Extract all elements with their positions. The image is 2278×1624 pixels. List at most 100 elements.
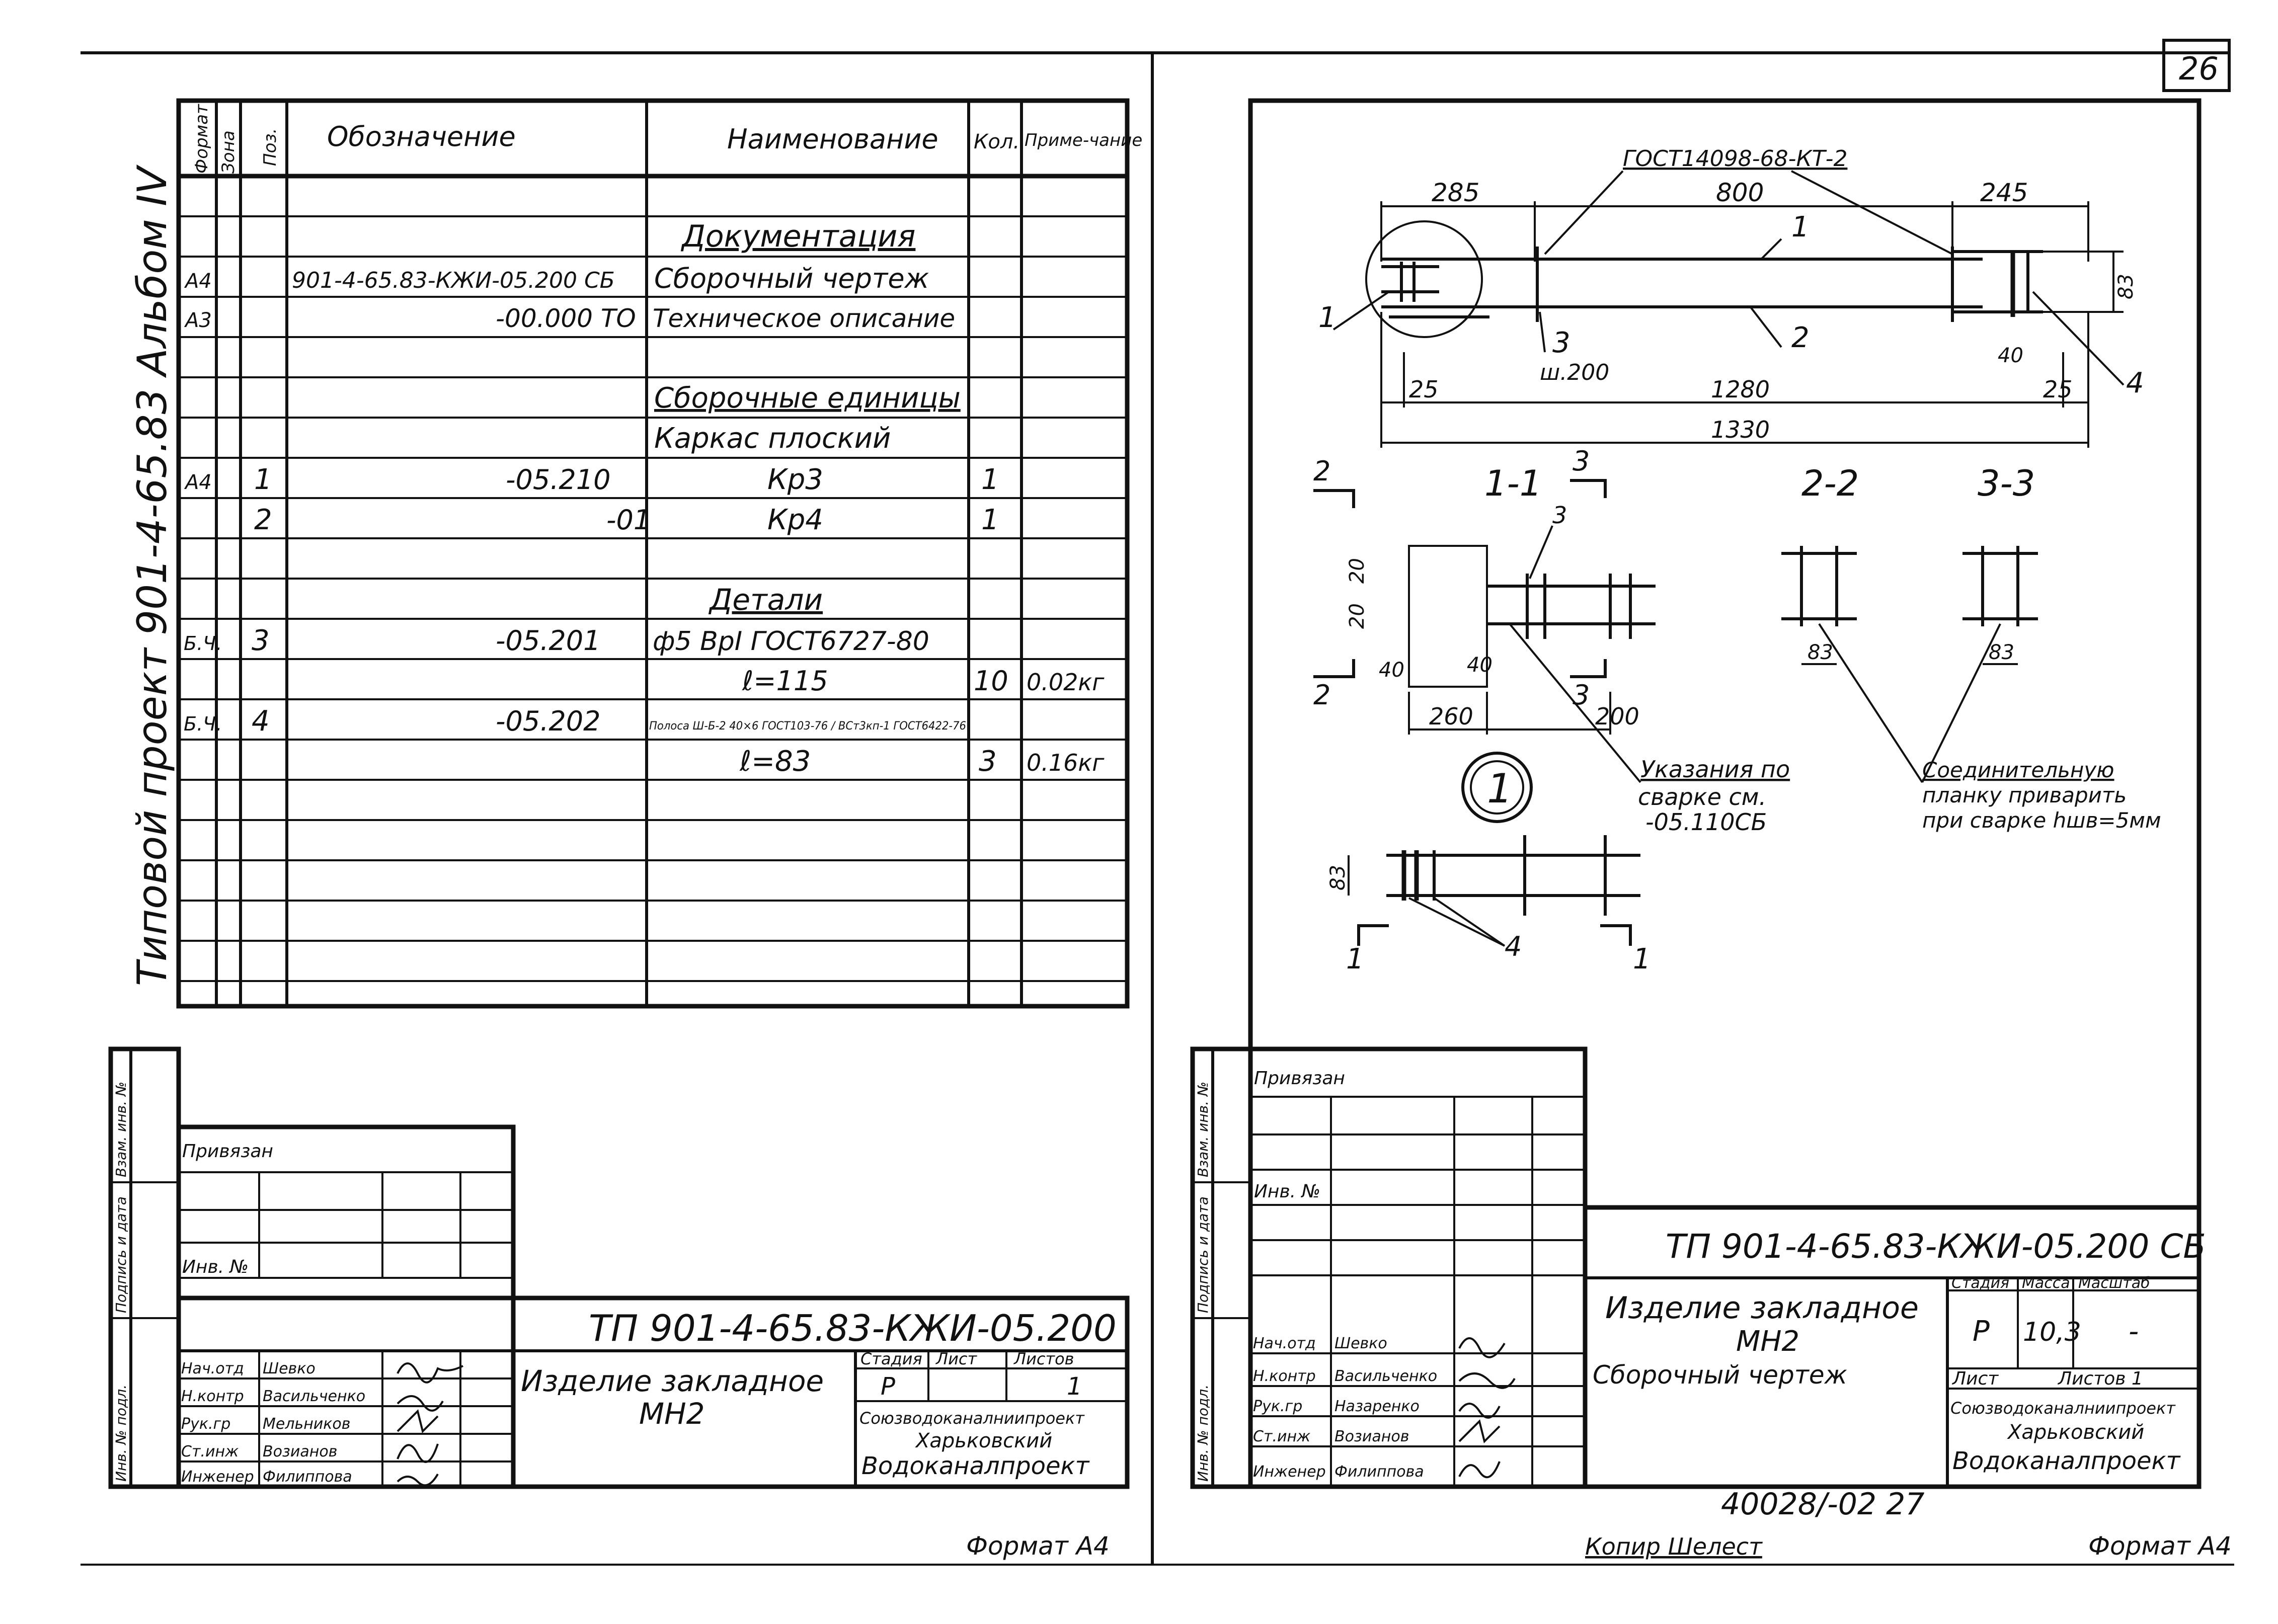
role-name: Филиппова <box>263 1468 352 1486</box>
role-name: Мельников <box>263 1415 350 1433</box>
page-number: 26 <box>2179 50 2219 87</box>
pos-label: 2 <box>1791 321 1810 354</box>
section-mark: 3 <box>1573 445 1590 477</box>
header-name: Наименование <box>727 123 938 155</box>
pos-label: 3 <box>1552 327 1570 359</box>
section-mark: 2 <box>1313 455 1330 487</box>
note-weld: сварке см. <box>1638 783 1766 810</box>
spec-row-format: Б.Ч. <box>184 713 222 735</box>
dim-25-right: 25 <box>2043 376 2073 403</box>
sheets-label: Листов <box>1013 1349 1074 1368</box>
spec-row-name: Кр3 <box>767 463 823 496</box>
left-title-1: Изделие закладное <box>521 1364 824 1398</box>
spec-row-name: Полоса Ш-Б-2 40×6 ГОСТ103-76 / ВСт3кп-1 … <box>649 720 966 733</box>
spec-row-note: 0.02кг <box>1027 669 1105 696</box>
org-line: Водоканалпроект <box>861 1452 1090 1480</box>
spec-row-qty: 10 <box>974 665 1008 697</box>
spec-row-qty: 1 <box>981 463 999 496</box>
sec-dim: 20 <box>1346 603 1369 629</box>
sheet-label: Лист <box>935 1349 977 1368</box>
role-name: Васильченко <box>1334 1367 1437 1385</box>
role: Рук.гр <box>1253 1398 1302 1415</box>
spec-row-designation: 901-4-65.83-КЖИ-05.200 СБ <box>292 268 615 293</box>
section-3-3: 3-3 <box>1978 463 2035 504</box>
spec-row-format: А3 <box>184 309 212 332</box>
role-name: Назаренко <box>1334 1398 1420 1415</box>
side-label: Взам. инв. № <box>1195 1082 1211 1177</box>
spec-row-name: ℓ=83 <box>739 745 811 778</box>
signatures <box>397 1362 463 1487</box>
dim-285: 285 <box>1432 178 1479 207</box>
spec-row-qty: 3 <box>979 745 997 778</box>
side-label: Инв. № подл. <box>1195 1385 1211 1482</box>
spec-row-format: А4 <box>184 471 212 494</box>
header-note: Приме-чание <box>1025 130 1142 150</box>
section-mark: 3 <box>1573 679 1590 711</box>
spec-row-pos: 4 <box>252 705 270 738</box>
spec-row-pos: 3 <box>252 624 270 657</box>
stage-label: Стадия <box>860 1349 922 1368</box>
stage-value: Р <box>881 1372 895 1401</box>
right-title-3: Сборочный чертеж <box>1593 1360 1847 1390</box>
section-3-3-view: 83 <box>1962 546 2038 665</box>
stage-value: Р <box>1973 1315 1990 1348</box>
spec-row-pos: 2 <box>254 504 272 536</box>
elevation-view: 285 800 245 ГОСТ14098-68-КТ-2 83 25 1280… <box>1318 146 2144 448</box>
role-name: Возианов <box>1334 1428 1409 1445</box>
scale-value: - <box>2129 1315 2139 1348</box>
spec-row-designation: -01 <box>606 504 651 536</box>
dim-245: 245 <box>1980 178 2028 207</box>
spec-row-name: Документация <box>680 219 915 254</box>
left-code: ТП 901-4-65.83-КЖИ-05.200 <box>589 1307 1117 1349</box>
signatures <box>1458 1337 1516 1479</box>
spec-row-name: Детали <box>708 583 823 617</box>
right-format-label: Формат А4 <box>2088 1531 2232 1561</box>
role: Ст.инж <box>181 1443 239 1460</box>
section-1-1: 1-1 <box>1484 463 1542 504</box>
role-name: Шевко <box>263 1360 316 1377</box>
section-1-1-view: 20 20 40 40 260 200 3 <box>1346 502 1656 735</box>
spec-row-format: А4 <box>184 270 212 293</box>
dim-83: 83 <box>2114 274 2138 299</box>
section-mark: 2 <box>1313 679 1330 711</box>
spec-row-lines <box>179 215 1127 982</box>
right-title-1: Изделие закладное <box>1605 1290 1919 1326</box>
header-designation: Обозначение <box>327 121 516 152</box>
role-name: Возианов <box>263 1443 337 1460</box>
org-line: Харьковский <box>915 1429 1052 1452</box>
note-plate: Соединительную <box>1922 758 2114 782</box>
note-plate: планку приварить <box>1922 783 2127 807</box>
sec-dim: 20 <box>1346 558 1369 584</box>
left-format-label: Формат А4 <box>966 1531 1110 1561</box>
role: Нач.отд <box>181 1360 244 1377</box>
archive-number: 40028/-02 27 <box>1721 1487 1925 1522</box>
roles: Нач.отд Шевко Н.контр Васильченко Рук.гр… <box>1253 1335 1437 1481</box>
step-label: ш.200 <box>1540 360 1609 385</box>
role: Рук.гр <box>181 1415 230 1433</box>
scale-label: Масштаб <box>2078 1274 2150 1292</box>
side-label: Взам. инв. № <box>113 1082 129 1177</box>
mass-value: 10,3 <box>2023 1317 2081 1347</box>
spec-row-name: Техническое описание <box>653 304 955 333</box>
spec-row-format: Б.Ч. <box>184 632 222 655</box>
left-sheet: Формат Зона Поз. Обозначение Наименовани… <box>108 98 1142 1561</box>
spec-row-qty: 1 <box>981 504 999 536</box>
header-qty: Кол. <box>974 130 1019 153</box>
header-zone: Зона <box>218 130 239 174</box>
roles: Нач.отд Шевко Н.контр Васильченко Рук.гр… <box>181 1360 365 1486</box>
right-title-2: МН2 <box>1736 1325 1799 1358</box>
org-line: Водоканалпроект <box>1952 1447 2181 1475</box>
sec-dim: 83 <box>1808 641 1833 664</box>
role: Инженер <box>181 1468 254 1486</box>
note-weld: Указания по <box>1640 756 1790 783</box>
spec-rows: Документация А4 901-4-65.83-КЖИ-05.200 С… <box>184 219 1105 778</box>
sheet-label: Лист <box>1951 1368 1999 1389</box>
org-line: Харьковский <box>2007 1421 2144 1444</box>
dim-800: 800 <box>1716 178 1764 207</box>
pos-label: 4 <box>1505 931 1522 962</box>
detail-1-view: 1 83 4 1 1 <box>1326 752 1651 976</box>
spec-row-designation: -05.201 <box>496 625 600 657</box>
note-weld: -05.110СБ <box>1645 808 1767 836</box>
